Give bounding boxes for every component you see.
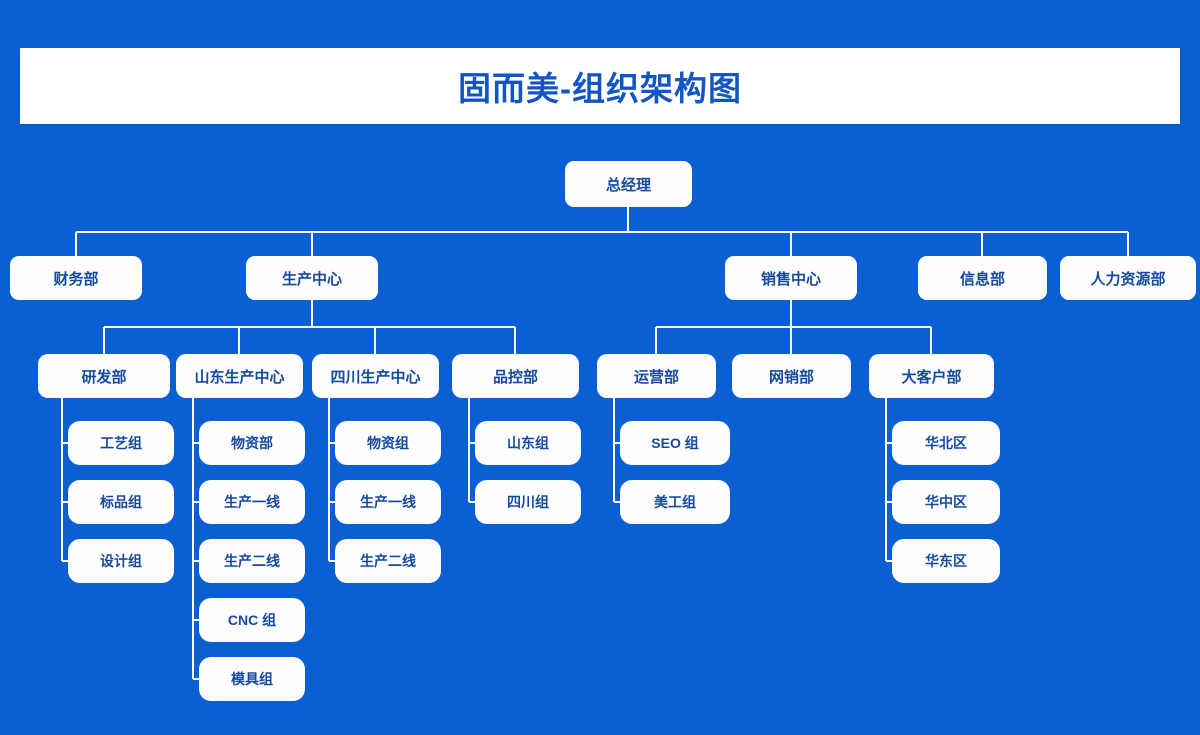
node-label: 生产二线	[360, 553, 416, 569]
node-art-design-group[interactable]: 美工组	[620, 480, 730, 524]
node-online-sales-dept[interactable]: 网销部	[732, 354, 851, 398]
node-label: SEO 组	[651, 435, 699, 451]
title-banner: 固而美-组织架构图	[20, 48, 1180, 124]
node-label: 生产二线	[224, 553, 280, 569]
node-label: 华中区	[925, 494, 967, 510]
node-shandong-line-one[interactable]: 生产一线	[199, 480, 305, 524]
node-label: 华北区	[925, 435, 967, 451]
node-label: CNC 组	[227, 612, 277, 628]
node-label: 生产中心	[281, 270, 342, 288]
node-label: 山东生产中心	[194, 368, 285, 386]
node-shandong-line-two[interactable]: 生产二线	[199, 539, 305, 583]
node-label: 工艺组	[100, 435, 142, 451]
node-key-account-dept[interactable]: 大客户部	[869, 354, 994, 398]
node-label: 美工组	[654, 494, 696, 510]
node-design-group[interactable]: 设计组	[68, 539, 174, 583]
node-label: 华东区	[925, 553, 967, 569]
node-label: 四川生产中心	[330, 368, 421, 386]
node-general-manager[interactable]: 总经理	[565, 161, 692, 207]
node-label: 设计组	[100, 553, 142, 569]
node-label: 信息部	[959, 270, 1005, 288]
page-title: 固而美-组织架构图	[458, 70, 742, 107]
node-label: 生产一线	[224, 494, 280, 510]
node-label: 生产一线	[360, 494, 416, 510]
node-north-china-region[interactable]: 华北区	[892, 421, 1000, 465]
node-label: 山东组	[507, 435, 549, 451]
node-operations-dept[interactable]: 运营部	[597, 354, 716, 398]
node-label: 四川组	[507, 494, 549, 510]
node-qc-shandong-group[interactable]: 山东组	[475, 421, 581, 465]
node-sichuan-materials-group[interactable]: 物资组	[335, 421, 441, 465]
node-qc-sichuan-group[interactable]: 四川组	[475, 480, 581, 524]
node-shandong-materials-dept[interactable]: 物资部	[199, 421, 305, 465]
node-label: 财务部	[53, 270, 99, 288]
node-label: 总经理	[605, 176, 651, 194]
node-label: 模具组	[231, 671, 273, 687]
node-process-group[interactable]: 工艺组	[68, 421, 174, 465]
node-label: 人力资源部	[1090, 270, 1166, 288]
node-central-china-region[interactable]: 华中区	[892, 480, 1000, 524]
node-production-center[interactable]: 生产中心	[246, 256, 378, 300]
node-label: 物资部	[231, 435, 273, 451]
node-label: 标品组	[100, 494, 142, 510]
node-qc-dept[interactable]: 品控部	[452, 354, 579, 398]
node-sichuan-line-two[interactable]: 生产二线	[335, 539, 441, 583]
node-label: 销售中心	[760, 270, 821, 288]
node-shandong-production-center[interactable]: 山东生产中心	[176, 354, 303, 398]
node-mold-group[interactable]: 模具组	[199, 657, 305, 701]
node-seo-group[interactable]: SEO 组	[620, 421, 730, 465]
node-label: 大客户部	[901, 368, 962, 386]
node-rd-dept[interactable]: 研发部	[38, 354, 170, 398]
node-hr-dept[interactable]: 人力资源部	[1060, 256, 1196, 300]
node-sichuan-line-one[interactable]: 生产一线	[335, 480, 441, 524]
node-sales-center[interactable]: 销售中心	[725, 256, 857, 300]
node-label: 物资组	[367, 435, 409, 451]
node-cnc-group[interactable]: CNC 组	[199, 598, 305, 642]
node-label: 品控部	[492, 368, 538, 386]
node-label: 运营部	[633, 368, 679, 386]
node-standard-product-group[interactable]: 标品组	[68, 480, 174, 524]
node-label: 研发部	[81, 368, 127, 386]
node-label: 网销部	[768, 368, 814, 386]
node-finance-dept[interactable]: 财务部	[10, 256, 142, 300]
node-east-china-region[interactable]: 华东区	[892, 539, 1000, 583]
node-information-dept[interactable]: 信息部	[918, 256, 1047, 300]
node-sichuan-production-center[interactable]: 四川生产中心	[312, 354, 439, 398]
